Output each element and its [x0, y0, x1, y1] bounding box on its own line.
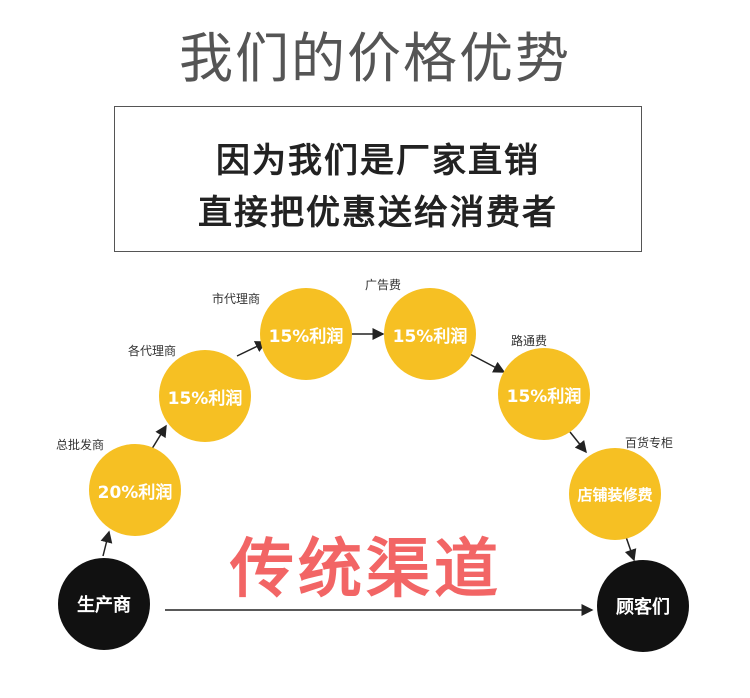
- node-store: 店铺装修费: [569, 448, 661, 540]
- label-store: 百货专柜: [625, 436, 674, 450]
- node-producer: 生产商: [58, 558, 150, 650]
- label-wholesale: 总批发商: [56, 438, 105, 452]
- label-road: 路通费: [511, 334, 548, 348]
- arrow-advertising-road: [465, 351, 506, 373]
- node-road: 15%利润: [498, 348, 590, 440]
- node-advertising: 15%利润: [384, 288, 476, 380]
- headline-line-2: 直接把优惠送给消费者: [198, 193, 558, 233]
- node-customer: 顾客们: [597, 560, 689, 652]
- center-text: 传统渠道: [230, 533, 502, 607]
- node-city: 15%利润: [260, 288, 352, 380]
- arrow-road-store: [569, 431, 587, 454]
- label-regional: 各代理商: [128, 344, 177, 358]
- label-city: 市代理商: [212, 292, 261, 306]
- headline-box: 因为我们是厂家直销 直接把优惠送给消费者: [114, 106, 642, 252]
- arrow-producer-wholesale: [100, 530, 113, 557]
- headline-line-1: 因为我们是厂家直销: [216, 141, 540, 181]
- node-wholesale: 20%利润: [89, 444, 181, 536]
- node-regional: 15%利润: [159, 350, 251, 442]
- page-title: 我们的价格优势: [179, 27, 571, 90]
- label-advertising: 广告费: [365, 278, 402, 292]
